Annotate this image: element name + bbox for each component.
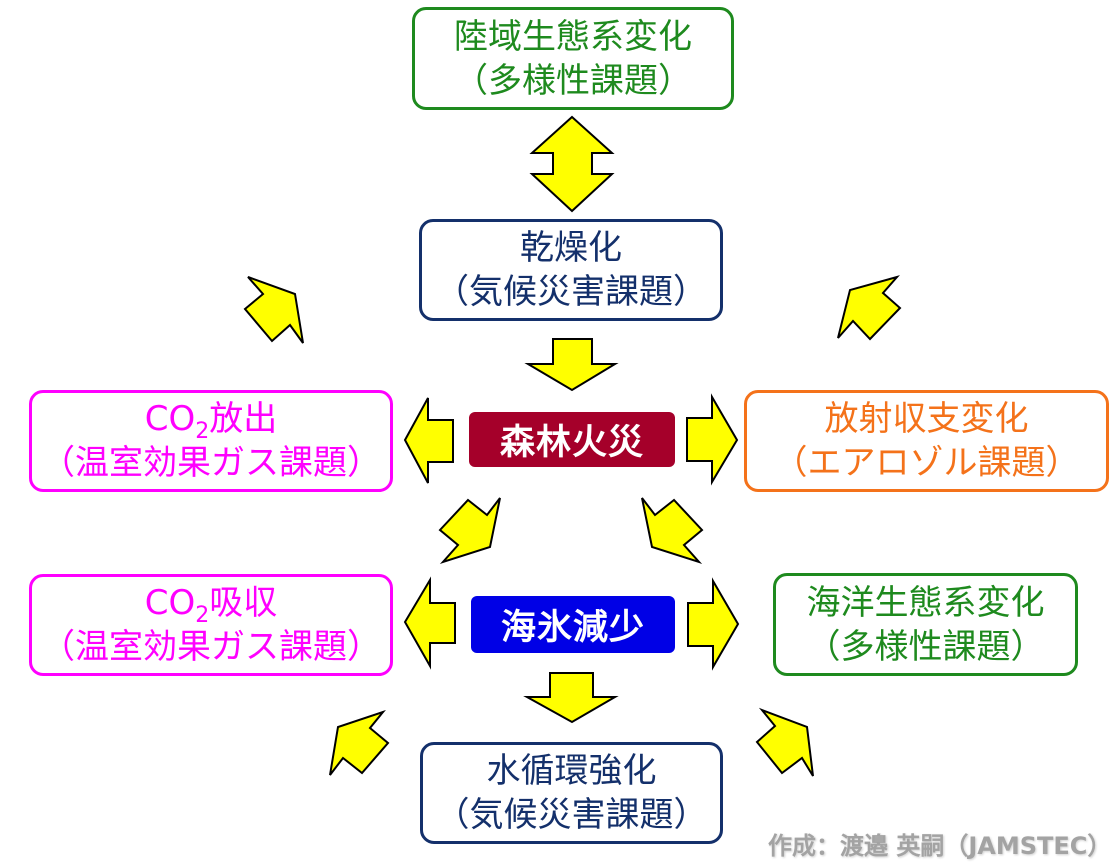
arrow-drying-to-forest-fire bbox=[524, 338, 619, 392]
arrow-diagonal-top-left bbox=[243, 276, 304, 344]
double-arrow-terrestrial-drying bbox=[529, 115, 615, 213]
node-marine-ecosystem-change: 海洋生態系変化 （多様性課題） bbox=[773, 573, 1078, 676]
node-title: 陸域生態系変化 bbox=[454, 16, 692, 57]
node-title: 森林火災 bbox=[499, 423, 644, 463]
credit-text: 作成：渡邉 英嗣（JAMSTEC） bbox=[768, 832, 1112, 860]
node-subtitle: （気候災害課題） bbox=[435, 272, 707, 312]
node-subtitle: （エアロゾル課題） bbox=[773, 443, 1080, 483]
node-title: 海氷減少 bbox=[500, 608, 645, 648]
arrow-sea-ice-to-water-cycle bbox=[523, 672, 619, 724]
node-drying: 乾燥化 （気候災害課題） bbox=[419, 219, 723, 321]
node-title: 放射収支変化 bbox=[824, 399, 1029, 439]
arrow-diagonal-bottom-right bbox=[755, 707, 814, 777]
node-subtitle: （多様性課題） bbox=[454, 60, 692, 101]
arrow-sea-ice-to-co2-absorption bbox=[403, 576, 456, 670]
release-text: 放出 bbox=[209, 399, 278, 439]
subscript-2: 2 bbox=[195, 419, 210, 444]
subscript-2: 2 bbox=[195, 603, 210, 628]
arrow-forest-fire-to-sea-ice-right bbox=[641, 497, 704, 565]
node-subtitle: （気候災害課題） bbox=[435, 795, 708, 835]
absorption-text: 吸収 bbox=[209, 583, 278, 623]
node-title: 海洋生態系変化 bbox=[806, 582, 1045, 623]
co2-text: CO bbox=[144, 399, 196, 439]
node-terrestrial-ecosystem-change: 陸域生態系変化 （多様性課題） bbox=[412, 7, 734, 110]
co2-text: CO bbox=[144, 583, 196, 623]
node-water-cycle-intensification: 水循環強化 （気候災害課題） bbox=[420, 742, 723, 844]
node-subtitle: （温室効果ガス課題） bbox=[41, 443, 381, 483]
node-radiation-budget-change: 放射収支変化 （エアロゾル課題） bbox=[744, 390, 1109, 492]
node-co2-absorption: CO2吸収 （温室効果ガス課題） bbox=[29, 574, 393, 676]
node-co2-release: CO2放出 （温室効果ガス課題） bbox=[29, 390, 393, 492]
arrow-forest-fire-to-radiation-budget bbox=[686, 393, 739, 486]
node-title: 乾燥化 bbox=[520, 228, 622, 268]
node-sea-ice-decrease: 海氷減少 bbox=[471, 596, 675, 653]
arrow-forest-fire-to-sea-ice-left bbox=[438, 497, 501, 565]
node-title: 水循環強化 bbox=[486, 751, 657, 791]
node-title: CO2放出 bbox=[144, 397, 278, 444]
arrow-diagonal-top-right bbox=[837, 275, 902, 341]
arrow-sea-ice-to-marine-ecosystem bbox=[687, 577, 740, 671]
arrow-forest-fire-to-co2-release bbox=[403, 397, 454, 484]
arrow-diagonal-bottom-left bbox=[329, 709, 390, 776]
node-title: CO2吸収 bbox=[144, 581, 278, 628]
node-subtitle: （温室効果ガス課題） bbox=[41, 627, 381, 667]
node-forest-fire: 森林火災 bbox=[469, 412, 675, 467]
node-subtitle: （多様性課題） bbox=[806, 626, 1045, 667]
